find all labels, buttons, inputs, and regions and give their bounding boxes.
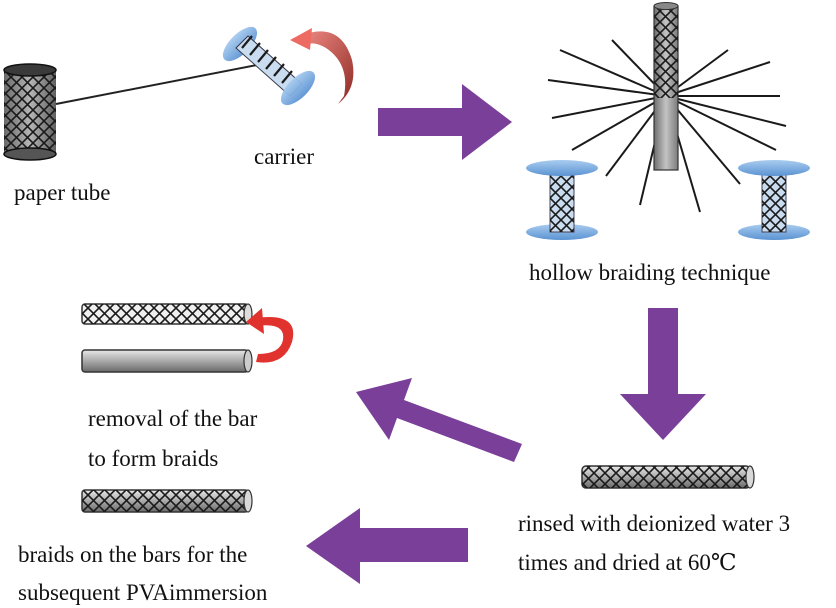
hollow-braiding-label: hollow braiding technique [529, 260, 771, 285]
paper-tube-icon [3, 63, 57, 161]
flow-arrow-left-icon [306, 508, 468, 584]
rinsed-label-line1: rinsed with deionized water 3 [518, 511, 791, 536]
rotation-arrow-icon [300, 31, 354, 104]
rotation-arrowhead-icon [290, 28, 312, 50]
left-spool-icon [526, 160, 598, 240]
bare-bar-icon [81, 349, 253, 373]
removed-braid-icon [81, 303, 253, 325]
braids-bars-label-line2: subsequent PVAimmersion [18, 580, 268, 605]
rinsed-label-line2: times and dried at 60℃ [518, 550, 737, 575]
yarn-line [55, 63, 263, 105]
flow-arrow-upleft-icon [356, 378, 522, 462]
flow-arrow-down-icon [620, 308, 706, 440]
carrier-label: carrier [254, 144, 314, 169]
paper-tube-label: paper tube [14, 180, 111, 205]
braids-bars-label-line1: braids on the bars for the [18, 542, 248, 567]
removal-label-line1: removal of the bar [88, 406, 258, 431]
removal-arrowhead-icon [246, 308, 264, 334]
carrier-spool-icon [222, 26, 316, 106]
right-spool-icon [738, 160, 810, 240]
braids-on-bars-icon [81, 489, 253, 513]
removal-rotation-arrow-icon [256, 317, 294, 363]
flow-arrow-right-icon [378, 84, 512, 160]
mandrel-bar-icon [653, 2, 679, 171]
rinsed-braid-bar-icon [581, 465, 755, 489]
removal-label-line2: to form braids [88, 446, 219, 471]
